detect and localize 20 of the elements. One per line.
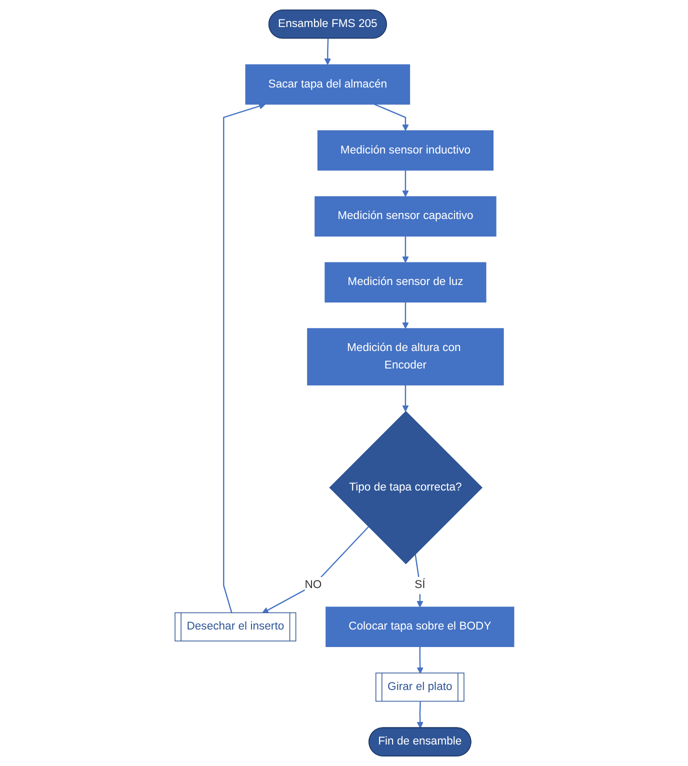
- edge-label: SÍ: [414, 578, 425, 592]
- arrow: [374, 104, 408, 131]
- arrow: [324, 38, 331, 65]
- node-diamond: Tipo de tapa correcta?: [328, 410, 482, 564]
- arrow: [402, 236, 408, 263]
- node-box: Sacar tapa del almacén: [244, 64, 410, 105]
- node-box: Colocar tapa sobre el BODY: [325, 606, 514, 648]
- arrow: [402, 385, 408, 412]
- arrow: [262, 526, 368, 614]
- arrow: [402, 302, 408, 329]
- arrow: [416, 702, 423, 728]
- arrow: [402, 170, 408, 197]
- arrow: [416, 646, 423, 674]
- arrow: [414, 554, 423, 608]
- node-box: Medición sensor capacitivo: [314, 196, 496, 237]
- arrow: [222, 102, 266, 614]
- node-box: Medición de altura con Encoder: [306, 328, 504, 386]
- edge-label: NO: [304, 578, 322, 592]
- node-box: Medición sensor de luz: [324, 262, 486, 303]
- node-box: Medición sensor inductivo: [316, 130, 494, 171]
